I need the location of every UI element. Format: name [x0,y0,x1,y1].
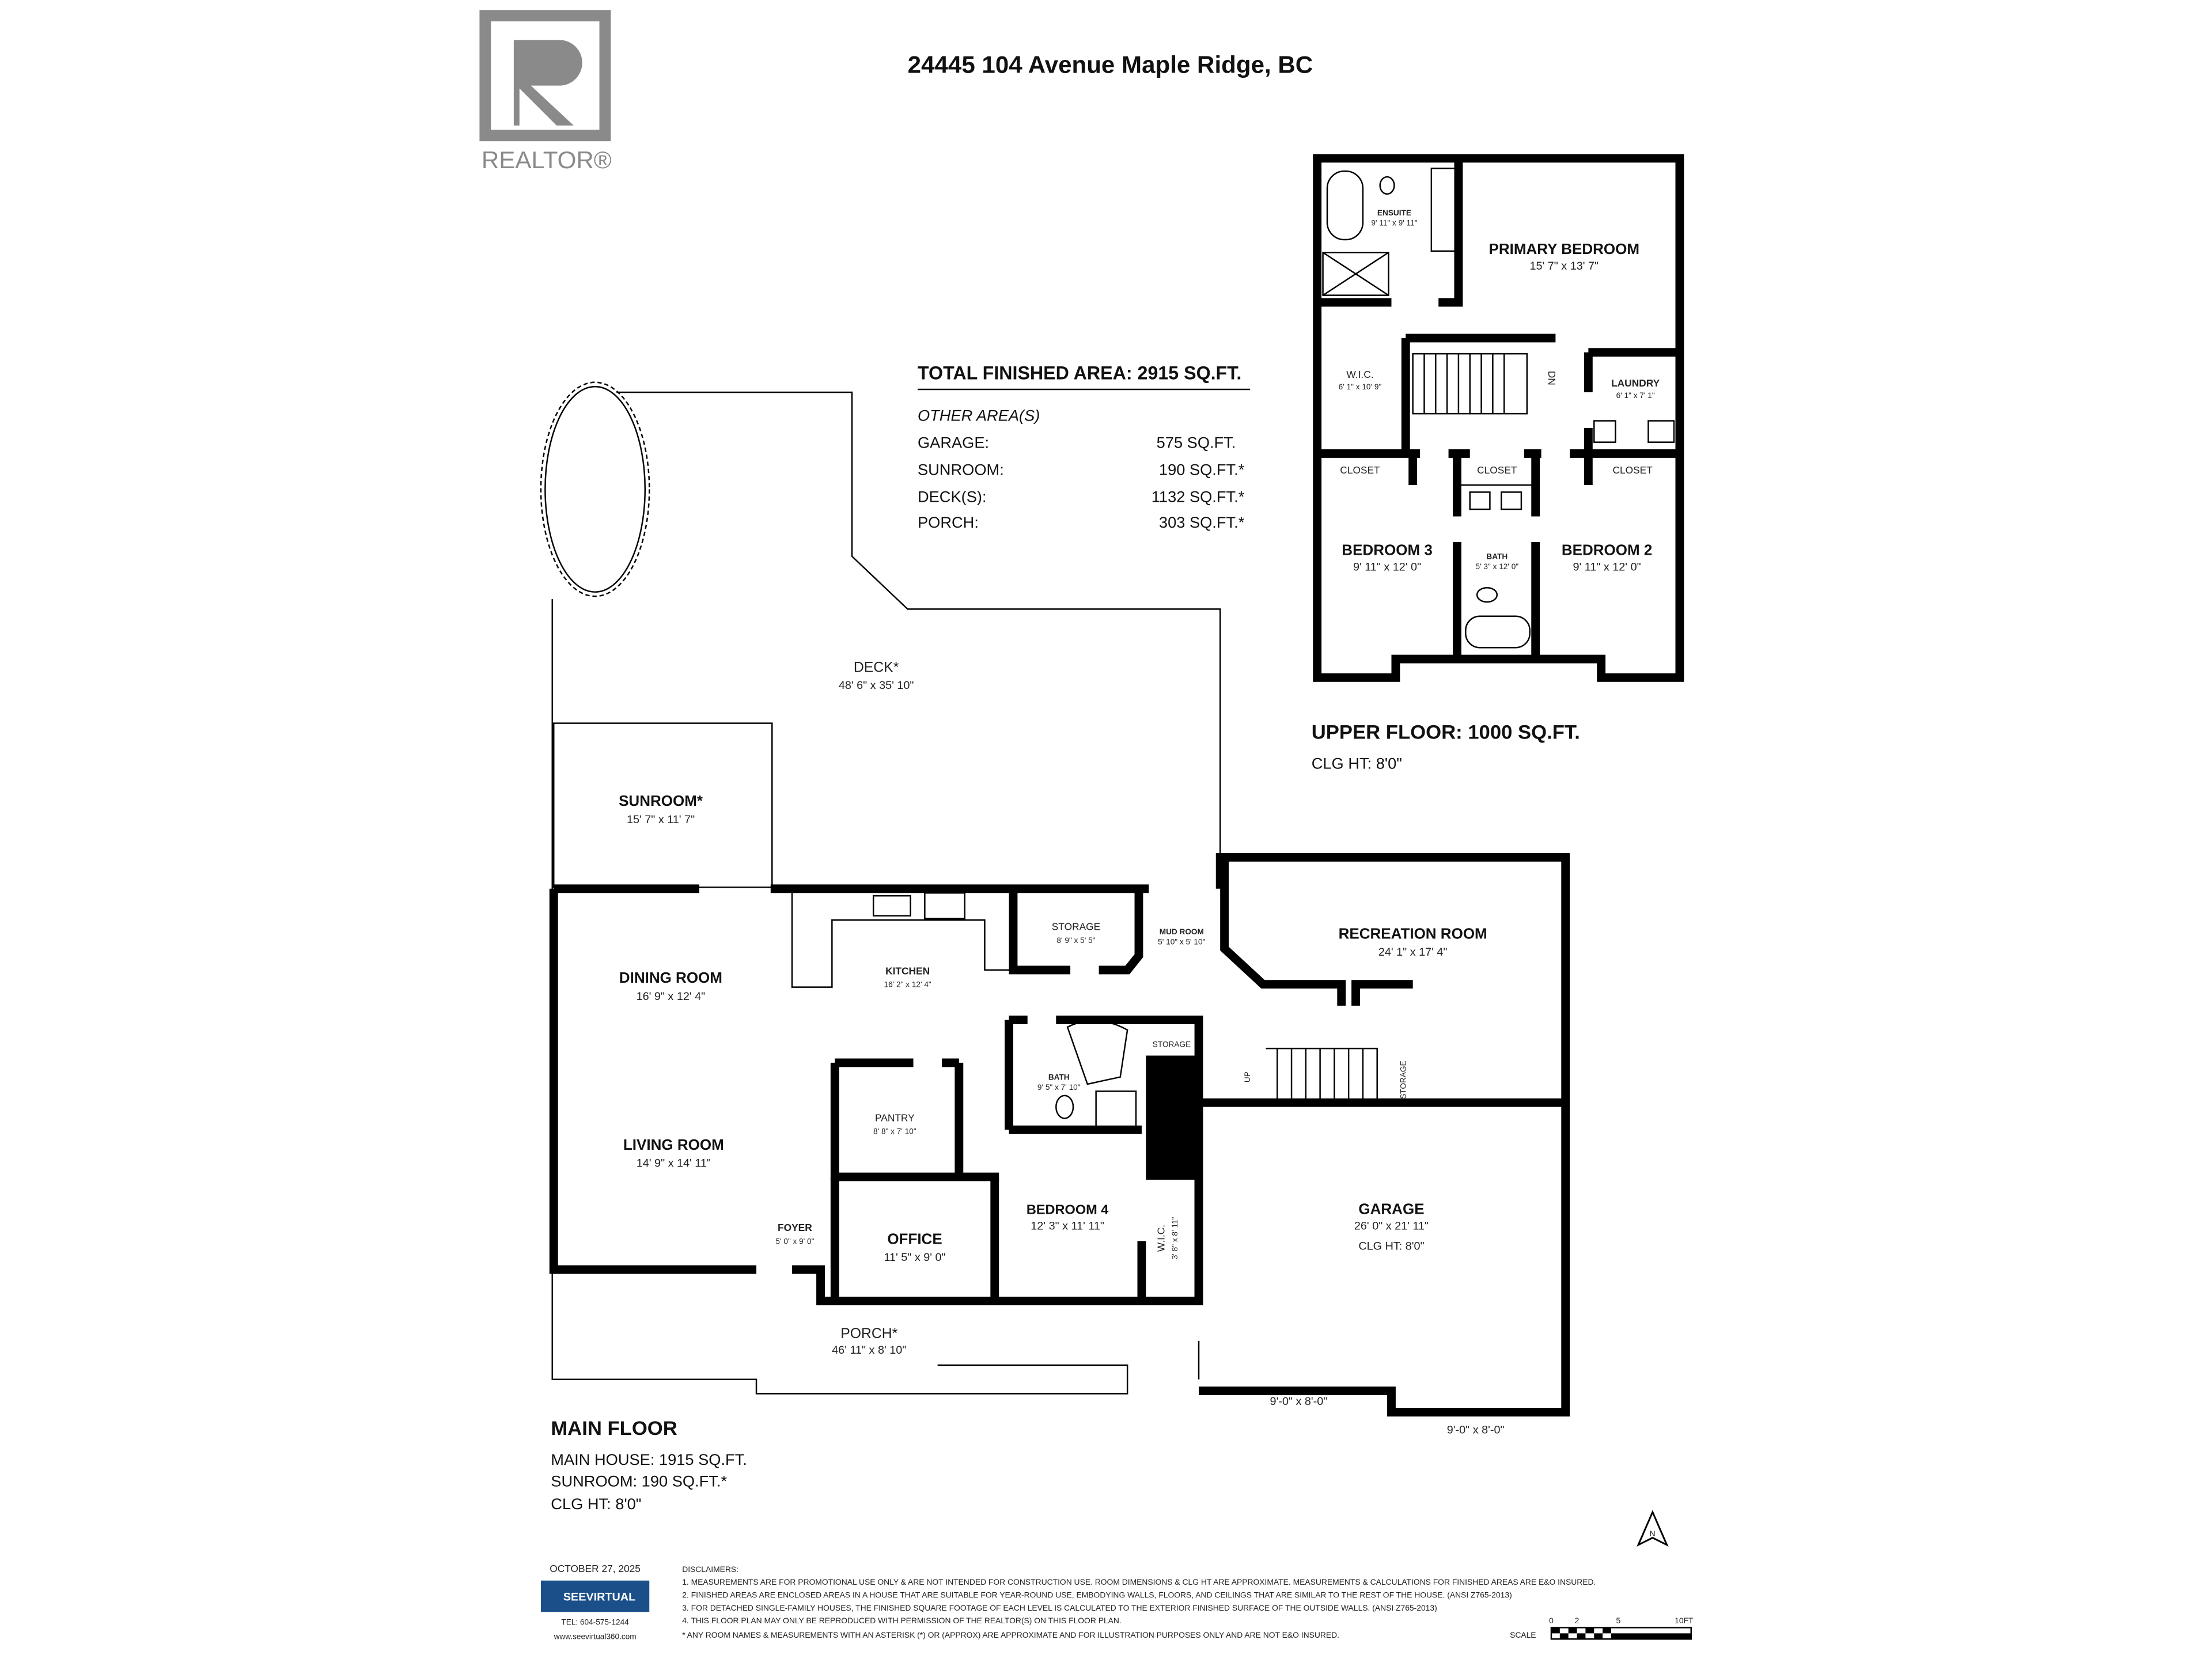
room-label: STORAGE [1399,1060,1407,1099]
stairs-down-label: DN [1546,371,1558,385]
room-label: PRIMARY BEDROOM [1488,240,1639,257]
room-label: W.I.C. [1346,369,1373,380]
room-dimensions: 6' 1" x 10' 9" [1339,382,1382,391]
area-value: 303 SQ.FT.* [1159,513,1245,531]
main-floor-sunroom: SUNROOM: 190 SQ.FT.* [551,1472,727,1490]
room-label: SUNROOM* [619,792,703,809]
seevirtual-logo: SEEVIRTUAL [540,1580,650,1612]
garage-door-dimensions: 9'-0" x 8'-0" [1270,1395,1328,1408]
room-label: CLOSET [1612,464,1653,476]
room-label: CLOSET [1477,464,1517,476]
disclaimer-line: 2. FINISHED AREAS ARE ENCLOSED AREAS IN … [682,1590,1512,1600]
room-dimensions: 11' 5" x 9' 0" [884,1251,945,1264]
main-floor-title: MAIN FLOOR [551,1418,677,1440]
room-dimensions: 24' 1" x 17' 4" [1378,946,1448,959]
area-value: 575 SQ.FT. [1157,434,1236,452]
total-area: TOTAL FINISHED AREA: 2915 SQ.FT. [918,363,1241,384]
room-label: BEDROOM 3 [1342,541,1433,558]
room-dimensions: 8' 8" x 7' 10" [873,1127,916,1136]
room-label: OFFICE [887,1230,942,1247]
room-label: BEDROOM 4 [1027,1202,1108,1217]
area-label: GARAGE: [918,434,989,452]
room-dimensions: 12' 3" x 11' 11" [1031,1220,1104,1233]
stairs-up-label: UP [1243,1071,1252,1082]
main-floor-ceiling: CLG HT: 8'0" [551,1495,641,1513]
room-dimensions: 9' 11" x 9' 11" [1371,218,1417,227]
area-value: 1132 SQ.FT.* [1152,488,1245,506]
room-dimensions: 5' 0" x 9' 0" [775,1237,814,1245]
room-label: LAUNDRY [1611,377,1660,389]
disclaimer-heading: DISCLAIMERS: [682,1565,738,1574]
scale-label: SCALE [1510,1630,1536,1639]
upper-floor-ceiling: CLG HT: 8'0" [1312,755,1402,772]
room-label: CLOSET [1340,464,1380,476]
scale-tick: 5 [1616,1616,1621,1625]
room-dimensions: 5' 10" x 5' 10" [1158,937,1205,946]
pool-gazebo [540,381,650,597]
room-label: STORAGE [1052,921,1100,933]
room-label: BATH [1486,552,1508,561]
main-floor-area: MAIN HOUSE: 1915 SQ.FT. [551,1450,747,1468]
garage-door-dimensions: 9'-0" x 8'-0" [1447,1424,1505,1437]
room-label: BATH [1048,1073,1070,1082]
room-label: ENSUITE [1377,209,1411,217]
brand-text: SEEVIRTUAL [563,1590,635,1603]
north-label: N [1650,1529,1656,1538]
room-label: STORAGE [1153,1040,1191,1049]
room-dimensions: 16' 9" x 12' 4" [637,990,706,1003]
room-label: KITCHEN [885,965,930,976]
room-dimensions: 9' 11" x 12' 0" [1573,561,1641,574]
main-floor-plan: DECK* 48' 6" x 35' 10" SUNROOM* 15' 7" x… [540,381,1570,1437]
area-value: 190 SQ.FT.* [1159,461,1245,479]
other-areas-heading: OTHER AREA(S) [918,407,1040,425]
disclaimer-line: 3. FOR DETACHED SINGLE-FAMILY HOUSES, TH… [682,1603,1437,1612]
area-label: SUNROOM: [918,461,1004,479]
room-label: BEDROOM 2 [1562,541,1653,558]
room-label: FOYER [778,1222,812,1233]
realtor-logo-text: REALTOR® [482,146,612,173]
room-dimensions: 16' 2" x 12' 4" [884,980,931,989]
room-label: PANTRY [875,1112,915,1123]
realtor-logo: REALTOR® [479,10,612,173]
area-summary: TOTAL FINISHED AREA: 2915 SQ.FT. OTHER A… [918,363,1251,531]
scale-tick: 2 [1575,1616,1580,1625]
disclaimer-line: 1. MEASUREMENTS ARE FOR PROMOTIONAL USE … [682,1577,1596,1586]
upper-floor-title: UPPER FLOOR: 1000 SQ.FT. [1312,722,1580,744]
phone-number: TEL: 604-575-1244 [561,1618,629,1627]
page-title: 24445 104 Avenue Maple Ridge, BC [908,51,1313,78]
room-dimensions: 15' 7" x 11' 7" [627,813,695,826]
scale-tick: 0 [1549,1616,1554,1625]
area-label: PORCH: [918,513,979,531]
website-link[interactable]: www.seevirtual360.com [554,1632,637,1641]
room-dimensions: 9' 5" x 7' 10" [1037,1083,1081,1092]
room-dimensions: 26' 0" x 21' 11" [1354,1220,1429,1233]
disclaimer-line: 4. THIS FLOOR PLAN MAY ONLY BE REPRODUCE… [682,1616,1122,1625]
room-dimensions: 5' 3" x 12' 0" [1475,562,1518,571]
disclaimer-line: * ANY ROOM NAMES & MEASUREMENTS WITH AN … [682,1630,1339,1639]
room-label: DECK* [854,660,899,675]
room-dimensions: 3' 8" x 8' 11" [1171,1217,1179,1260]
room-dimensions: 48' 6" x 35' 10" [839,679,914,692]
room-label: LIVING ROOM [623,1136,724,1153]
room-dimensions: 14' 9" x 14' 11" [637,1157,711,1170]
room-dimensions: 15' 7" x 13' 7" [1529,260,1599,272]
upper-floor-plan: ENSUITE 9' 11" x 9' 11" PRIMARY BEDROOM … [1313,154,1684,682]
room-label: DINING ROOM [619,969,722,986]
garage-ceiling: CLG HT: 8'0" [1358,1240,1424,1252]
area-label: DECK(S): [918,488,987,506]
room-dimensions: 9' 11" x 12' 0" [1353,561,1421,574]
room-dimensions: 8' 9" x 5' 5" [1056,936,1095,945]
scale-bar: SCALE 0 2 5 10FT [1510,1616,1694,1640]
room-label: W.I.C. [1156,1225,1167,1252]
room-dimensions: 6' 1" x 7' 1" [1616,391,1655,400]
room-dimensions: 46' 11" x 8' 10" [832,1344,906,1357]
room-label: GARAGE [1358,1200,1424,1217]
scale-tick: 10FT [1675,1616,1694,1625]
room-label: MUD ROOM [1160,927,1204,936]
room-label: RECREATION ROOM [1339,925,1487,942]
north-arrow-icon: N [1637,1510,1669,1547]
room-label: PORCH* [840,1326,897,1342]
plan-date: OCTOBER 27, 2025 [550,1563,641,1574]
